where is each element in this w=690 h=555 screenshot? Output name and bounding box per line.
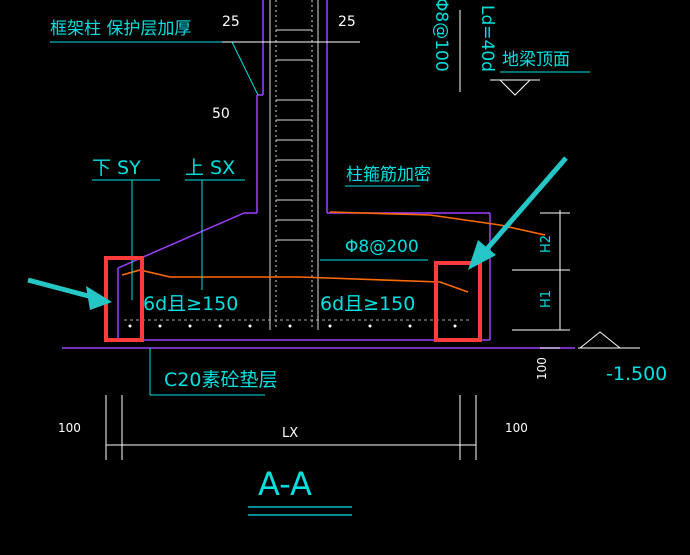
lx-label: LX xyxy=(282,426,298,441)
footing-rebar xyxy=(121,211,546,293)
dimension-lines xyxy=(105,10,570,460)
pointer-arrow-left xyxy=(27,277,112,310)
elevation-marker xyxy=(490,79,640,349)
dim-50: 50 xyxy=(212,106,230,122)
dim-100-vertical: 100 xyxy=(535,357,549,380)
section-underline xyxy=(248,506,352,516)
dim-100-right: 100 xyxy=(505,421,528,435)
section-title: A-A xyxy=(258,465,312,503)
dim-25-left: 25 xyxy=(222,14,240,30)
h1-label: H1 xyxy=(539,290,554,308)
column-rebars xyxy=(269,0,319,330)
highlight-box-right xyxy=(434,261,482,342)
c20-pad-label: C20素砼垫层 xyxy=(164,369,277,391)
rebar-spec: Φ8@200 xyxy=(345,237,419,257)
column-stirrup-dense-label: 柱箍筋加密 xyxy=(346,165,431,185)
pointer-arrow-right xyxy=(468,156,568,270)
h2-label: H2 xyxy=(539,235,554,253)
column-cover-note: 框架柱 保护层加厚 xyxy=(50,19,191,39)
anchor-length: Ld=40d xyxy=(477,5,497,72)
top-sx-label: 上 SX xyxy=(185,157,235,179)
leader-lines xyxy=(50,41,590,396)
bottom-sy-label: 下 SY xyxy=(92,157,141,179)
anchor-right-label: 6d且≥150 xyxy=(320,293,415,315)
dim-100-left: 100 xyxy=(58,421,81,435)
beam-top-label: 地梁顶面 xyxy=(502,50,570,70)
elevation-label: -1.500 xyxy=(606,363,667,385)
bottom-rebar-dots xyxy=(128,324,457,328)
anchor-left-label: 6d且≥150 xyxy=(143,293,238,315)
column-outline xyxy=(62,0,575,349)
dim-25-right: 25 xyxy=(338,14,356,30)
column-stirrups xyxy=(276,29,312,241)
stirrup-spec: Φ8@100 xyxy=(431,0,451,72)
